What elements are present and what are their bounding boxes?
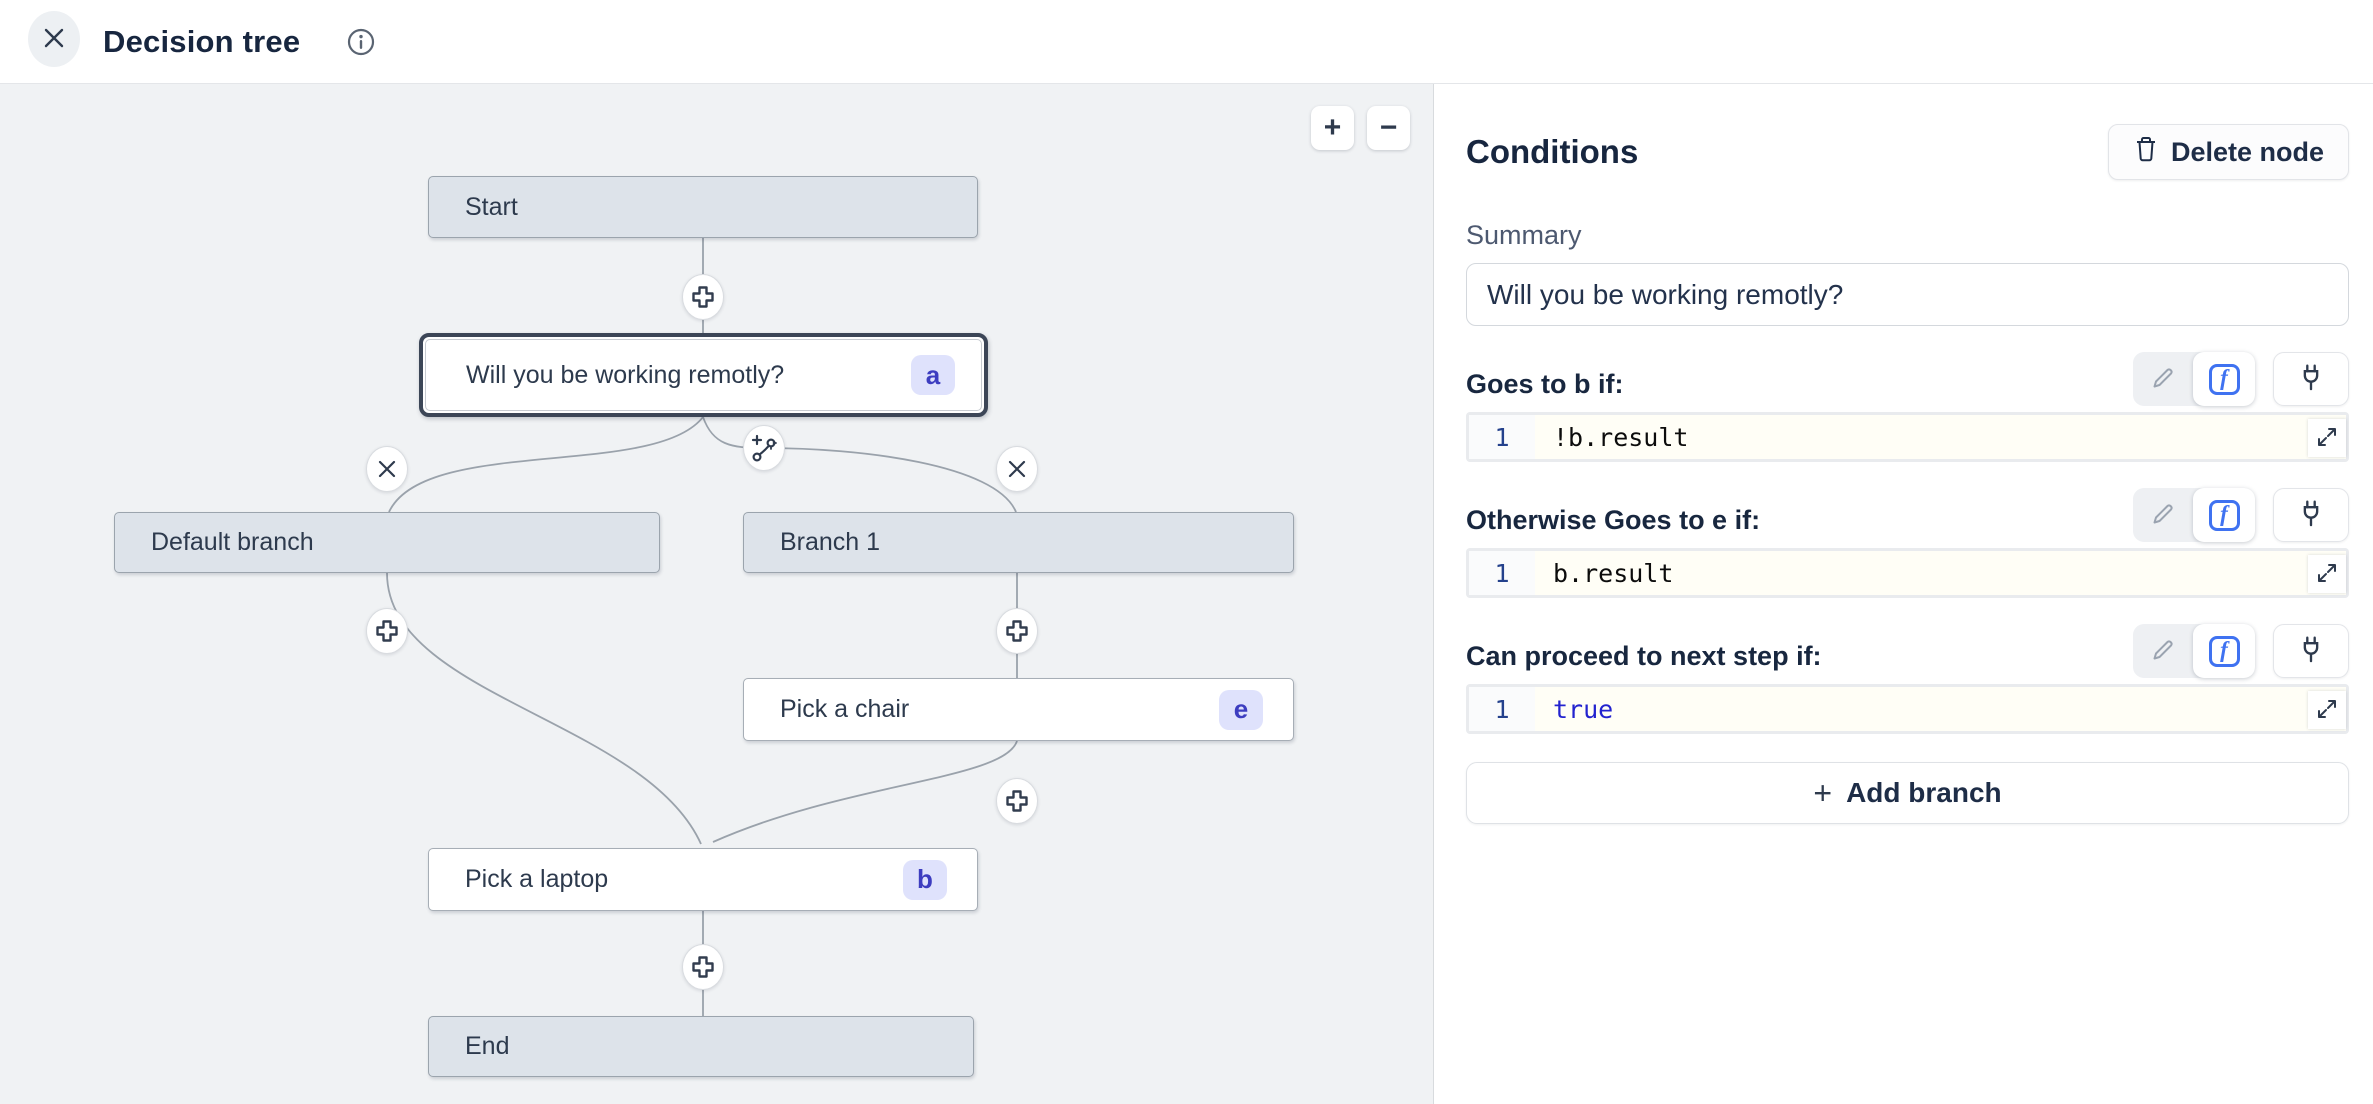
code-editor[interactable]: 1 b.result <box>1466 548 2349 598</box>
node-start[interactable]: Start <box>428 176 978 238</box>
add-branch-button[interactable]: + Add branch <box>1466 762 2349 824</box>
plus-connector-icon <box>1003 617 1031 645</box>
condition-label: Otherwise Goes to e if: <box>1466 505 1760 542</box>
condition-block: Can proceed to next step if: f <box>1466 620 2349 734</box>
function-icon: f <box>2209 364 2240 395</box>
condition-block: Otherwise Goes to e if: f <box>1466 484 2349 598</box>
info-icon[interactable] <box>347 25 377 59</box>
node-label: Pick a laptop <box>465 865 608 894</box>
text-mode-button[interactable] <box>2133 488 2193 542</box>
node-badge: a <box>911 355 955 395</box>
plug-icon <box>2296 498 2326 533</box>
close-icon <box>42 26 66 53</box>
node-pick-a-chair[interactable]: Pick a chair e <box>743 678 1294 741</box>
code-content[interactable]: !b.result <box>1535 415 2346 459</box>
node-label: End <box>465 1032 509 1061</box>
insert-node-button[interactable] <box>682 944 724 990</box>
branch-plus-icon <box>749 432 779 464</box>
panel-header: Conditions Delete node <box>1466 124 2349 180</box>
zoom-out-button[interactable]: − <box>1367 106 1410 150</box>
node-branch-1[interactable]: Branch 1 <box>743 512 1294 573</box>
x-icon <box>377 459 397 479</box>
condition-label: Goes to b if: <box>1466 369 1624 406</box>
plug-button[interactable] <box>2273 624 2349 678</box>
delete-node-label: Delete node <box>2171 137 2324 168</box>
condition-label: Can proceed to next step if: <box>1466 641 1822 678</box>
code-editor[interactable]: 1 true <box>1466 684 2349 734</box>
condition-tools: f <box>2133 352 2349 406</box>
add-branch-label: Add branch <box>1846 777 2002 809</box>
plus-icon: + <box>1813 775 1832 812</box>
summary-label: Summary <box>1466 220 2349 251</box>
line-number: 1 <box>1469 687 1535 731</box>
plus-connector-icon <box>689 953 717 981</box>
editor-mode-toggle: f <box>2133 352 2255 406</box>
expand-icon <box>2316 426 2338 451</box>
node-badge: e <box>1219 690 1263 730</box>
expand-editor-button[interactable] <box>2308 419 2346 457</box>
line-number: 1 <box>1469 551 1535 595</box>
node-default-branch[interactable]: Default branch <box>114 512 660 573</box>
expand-icon <box>2316 562 2338 587</box>
insert-node-button[interactable] <box>682 274 724 320</box>
plug-button[interactable] <box>2273 488 2349 542</box>
conditions-panel: Conditions Delete node Summary Goes to b… <box>1433 84 2373 1104</box>
code-content[interactable]: true <box>1535 687 2346 731</box>
x-icon <box>1007 459 1027 479</box>
function-mode-button[interactable]: f <box>2193 488 2255 542</box>
plug-icon <box>2296 634 2326 669</box>
condition-tools: f <box>2133 624 2349 678</box>
insert-node-button[interactable] <box>996 778 1038 824</box>
node-label: Will you be working remotly? <box>466 361 784 390</box>
insert-node-button[interactable] <box>996 608 1038 654</box>
expand-editor-button[interactable] <box>2308 691 2346 729</box>
pencil-icon <box>2150 637 2176 666</box>
node-label: Start <box>465 193 518 222</box>
plus-connector-icon <box>373 617 401 645</box>
function-icon: f <box>2209 500 2240 531</box>
expand-editor-button[interactable] <box>2308 555 2346 593</box>
header: Decision tree <box>0 0 2373 84</box>
add-branch-connector-button[interactable] <box>743 425 785 471</box>
function-mode-button[interactable]: f <box>2193 352 2255 406</box>
pencil-icon <box>2150 501 2176 530</box>
remove-branch-button[interactable] <box>996 446 1038 492</box>
function-mode-button[interactable]: f <box>2193 624 2255 678</box>
function-icon: f <box>2209 636 2240 667</box>
expand-icon <box>2316 698 2338 723</box>
code-content[interactable]: b.result <box>1535 551 2346 595</box>
remove-branch-button[interactable] <box>366 446 408 492</box>
node-badge: b <box>903 860 947 900</box>
plug-icon <box>2296 362 2326 397</box>
panel-title: Conditions <box>1466 133 1638 171</box>
editor-mode-toggle: f <box>2133 624 2255 678</box>
line-number: 1 <box>1469 415 1535 459</box>
page-title: Decision tree <box>103 0 300 84</box>
delete-node-button[interactable]: Delete node <box>2108 124 2349 180</box>
close-button[interactable] <box>28 11 80 67</box>
node-end[interactable]: End <box>428 1016 974 1077</box>
zoom-in-button[interactable]: + <box>1311 106 1354 150</box>
node-decision-selected[interactable]: Will you be working remotly? a <box>419 333 988 417</box>
text-mode-button[interactable] <box>2133 352 2193 406</box>
plug-button[interactable] <box>2273 352 2349 406</box>
text-mode-button[interactable] <box>2133 624 2193 678</box>
condition-block: Goes to b if: f <box>1466 348 2349 462</box>
node-pick-a-laptop[interactable]: Pick a laptop b <box>428 848 978 911</box>
editor-mode-toggle: f <box>2133 488 2255 542</box>
node-label: Default branch <box>151 528 314 557</box>
condition-tools: f <box>2133 488 2349 542</box>
flow-canvas[interactable]: Start Will you be working remotly? a Def… <box>0 84 1433 1104</box>
trash-icon <box>2133 135 2159 170</box>
summary-input[interactable] <box>1466 263 2349 326</box>
node-label: Pick a chair <box>780 695 909 724</box>
node-label: Branch 1 <box>780 528 880 557</box>
plus-connector-icon <box>689 283 717 311</box>
insert-node-button[interactable] <box>366 608 408 654</box>
plus-connector-icon <box>1003 787 1031 815</box>
pencil-icon <box>2150 365 2176 394</box>
code-editor[interactable]: 1 !b.result <box>1466 412 2349 462</box>
